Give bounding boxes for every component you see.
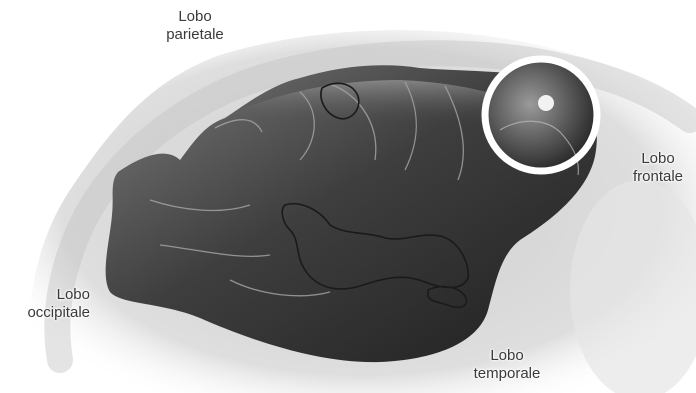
label-occipital-line1: Lobo: [4, 286, 90, 304]
label-lobo-occipitale: Lobo occipitale: [4, 286, 90, 322]
label-parietal-line1: Lobo: [140, 8, 250, 26]
label-frontal-line1: Lobo: [622, 150, 694, 168]
frontal-marker-dot: [538, 95, 554, 111]
label-frontal-line2: frontale: [622, 168, 694, 186]
label-lobo-frontale: Lobo frontale: [622, 150, 694, 186]
label-occipital-line2: occipitale: [4, 304, 90, 322]
label-temporal-line1: Lobo: [452, 347, 562, 365]
label-parietal-line2: parietale: [140, 26, 250, 44]
frontal-highlight: [485, 59, 597, 175]
label-lobo-parietale: Lobo parietale: [140, 8, 250, 44]
label-lobo-temporale: Lobo temporale: [452, 347, 562, 383]
label-temporal-line2: temporale: [452, 365, 562, 383]
